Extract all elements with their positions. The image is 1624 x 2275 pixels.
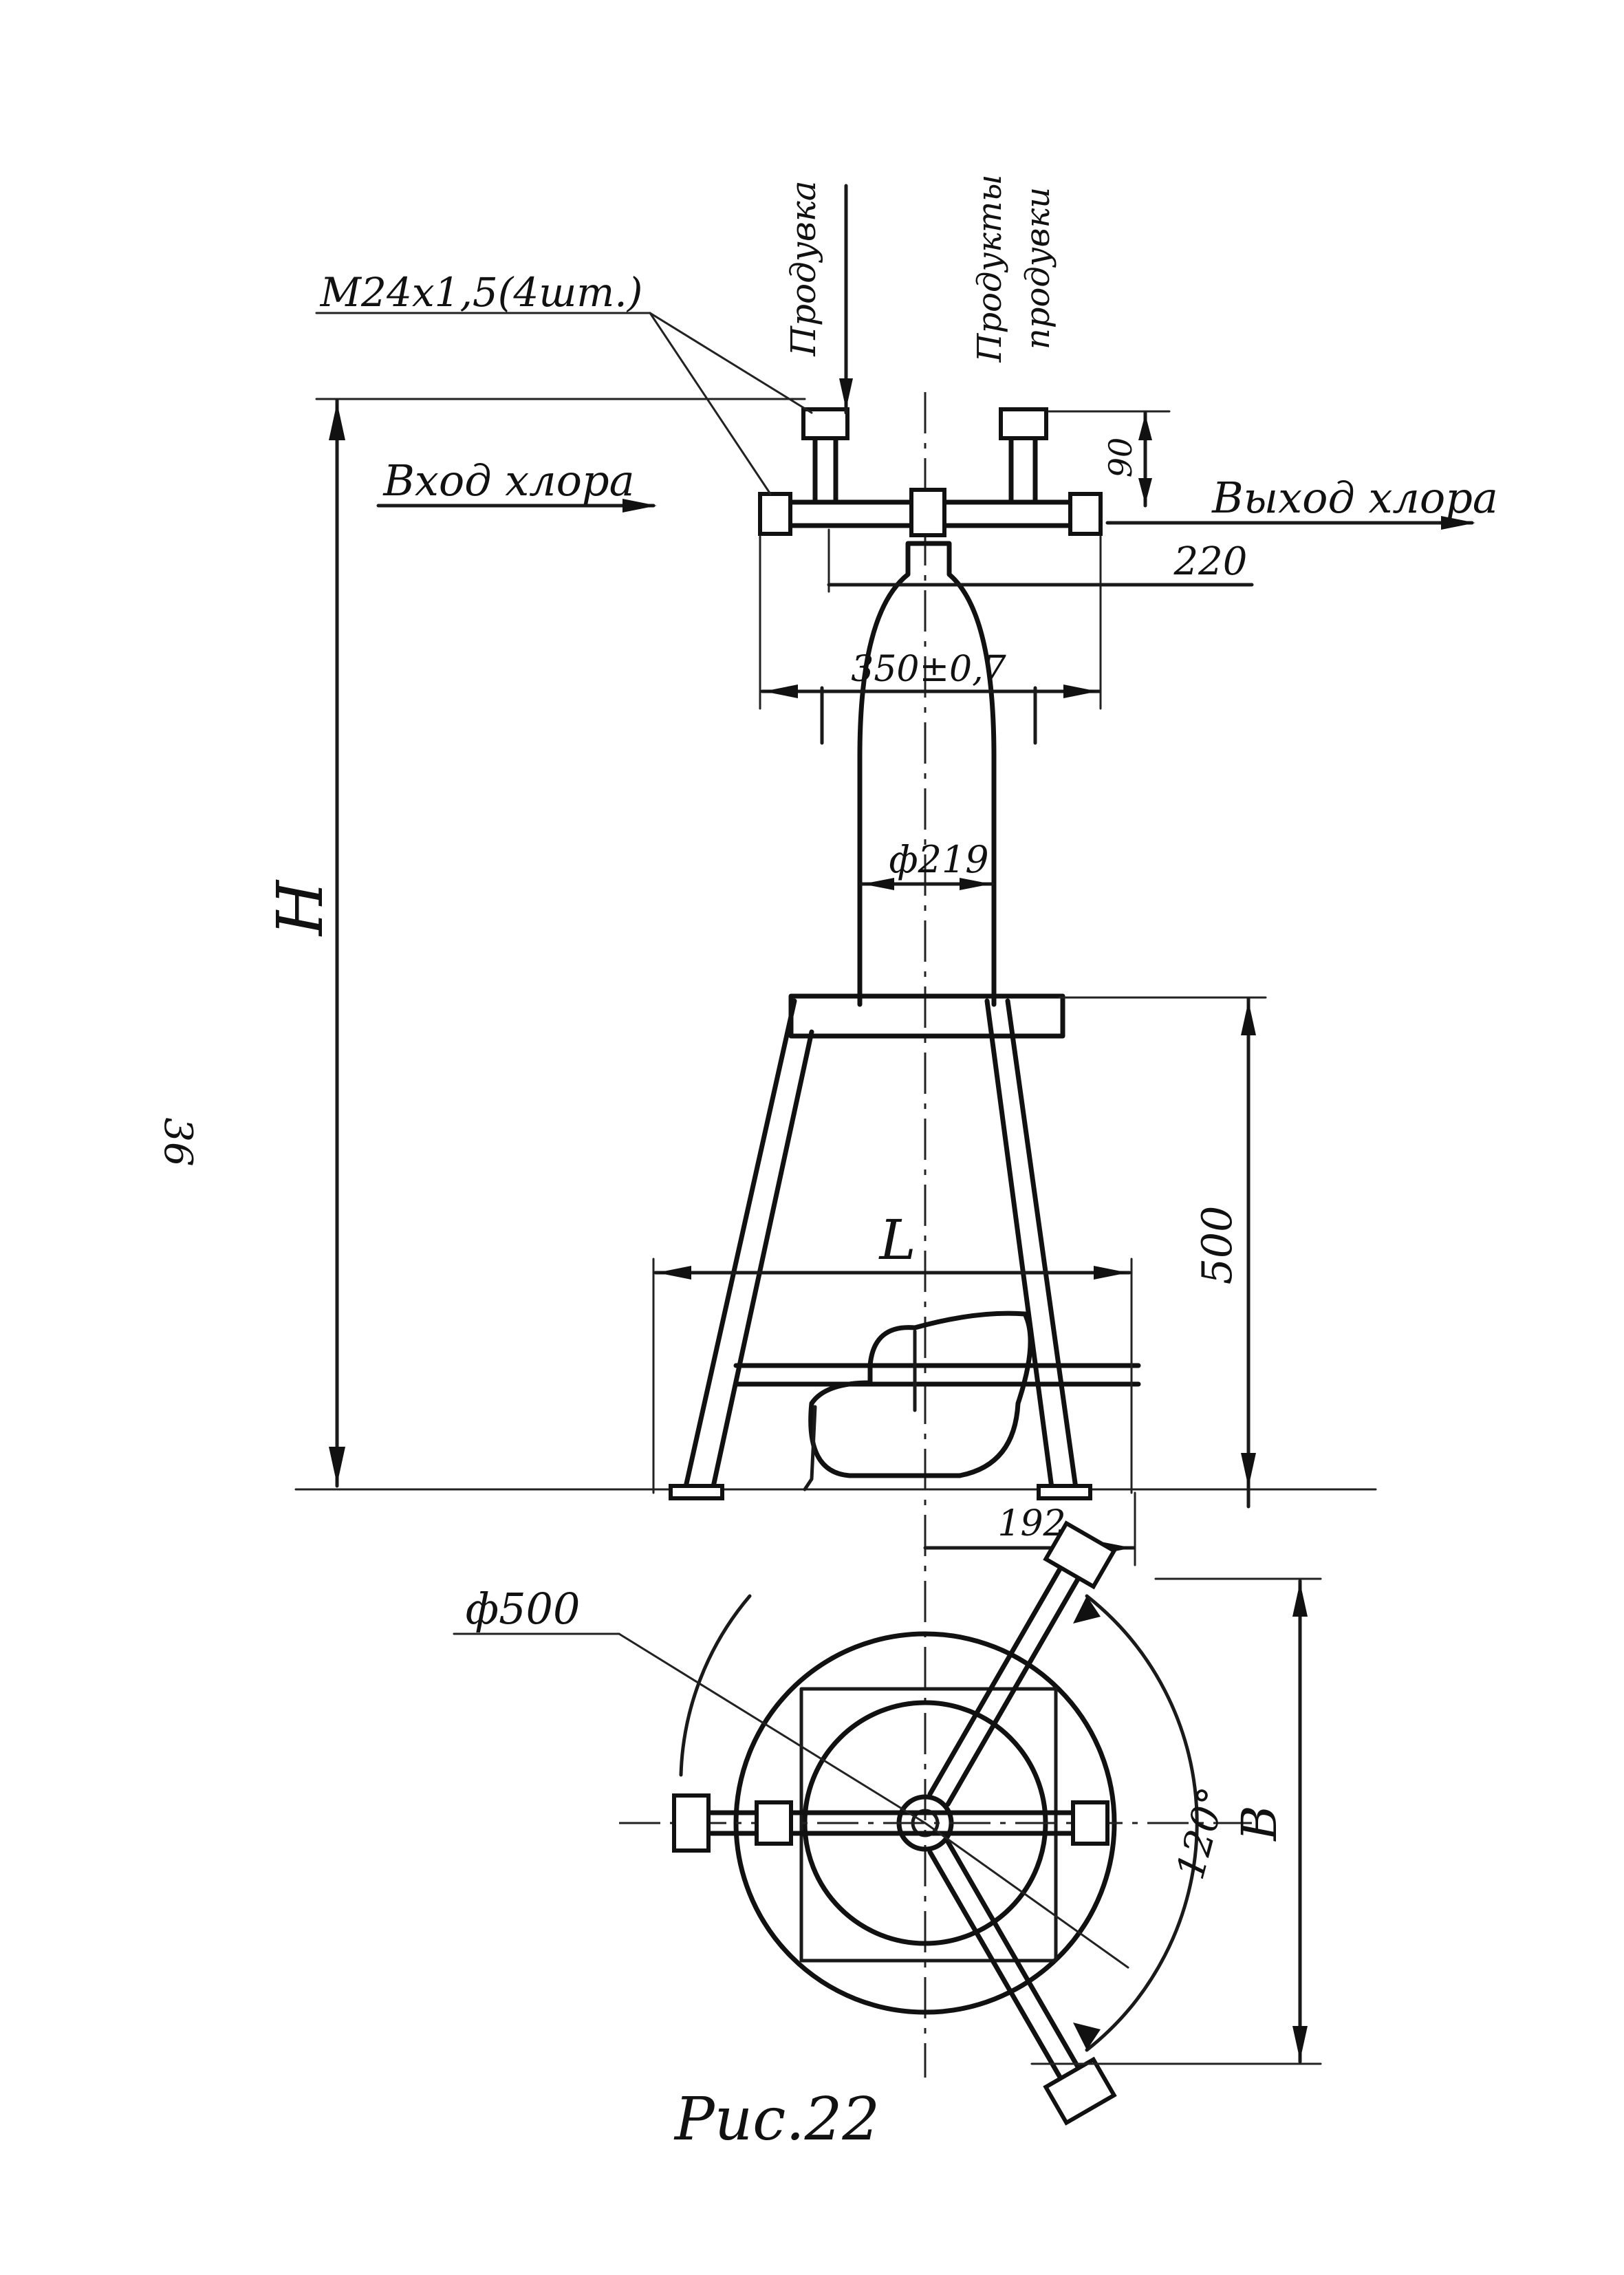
angle-120-label: 120°	[1168, 1783, 1235, 1884]
products-label-line1: Продукты	[971, 174, 1009, 363]
chlorine-out-label: Выход хлора	[1211, 473, 1498, 523]
thread-label: М24х1,5(4шт.)	[320, 269, 643, 316]
dimension-90: 90	[1048, 410, 1171, 508]
dimension-220-label: 220	[1173, 539, 1248, 584]
dimension-500-label: 500	[1193, 1206, 1242, 1285]
angle-arc-120	[1085, 1594, 1199, 2052]
page-number: 36	[155, 1117, 200, 1166]
dimension-l-label: L	[878, 1208, 916, 1272]
plan-view: 120° В ф500	[453, 1520, 1322, 2126]
dimension-h-label: H	[263, 879, 337, 937]
dimension-90-label: 90	[1102, 438, 1139, 478]
chlorine-in-label: Вход хлора	[382, 455, 634, 506]
dimension-220: 220	[827, 528, 1254, 593]
purge-label: Продувка	[783, 180, 823, 356]
dimension-l: L	[652, 1208, 1133, 1494]
dimension-b-label: В	[1231, 1805, 1288, 1842]
dimension-b: В	[1030, 1577, 1322, 2065]
dimension-219-label: ф219	[889, 838, 988, 881]
vessel-body	[857, 541, 997, 1007]
support-stand	[669, 993, 1141, 1500]
pipe-manifold	[758, 407, 1103, 537]
dimension-500: 500	[1058, 996, 1267, 1509]
dimension-500-dia-label: ф500	[466, 1584, 581, 1634]
regulator-valve	[808, 1311, 1033, 1478]
dimension-219: ф219	[859, 838, 995, 890]
figure-caption: Рис.22	[673, 2085, 880, 2154]
dimension-192-label: 192	[997, 1503, 1065, 1544]
dimension-350: 350±0,7	[759, 535, 1102, 710]
dimension-350-label: 350±0,7	[851, 649, 1006, 690]
products-label-line2: продувки	[1019, 187, 1057, 349]
dimension-h: H	[263, 398, 1377, 1491]
elevation-view: H	[263, 184, 1475, 2078]
